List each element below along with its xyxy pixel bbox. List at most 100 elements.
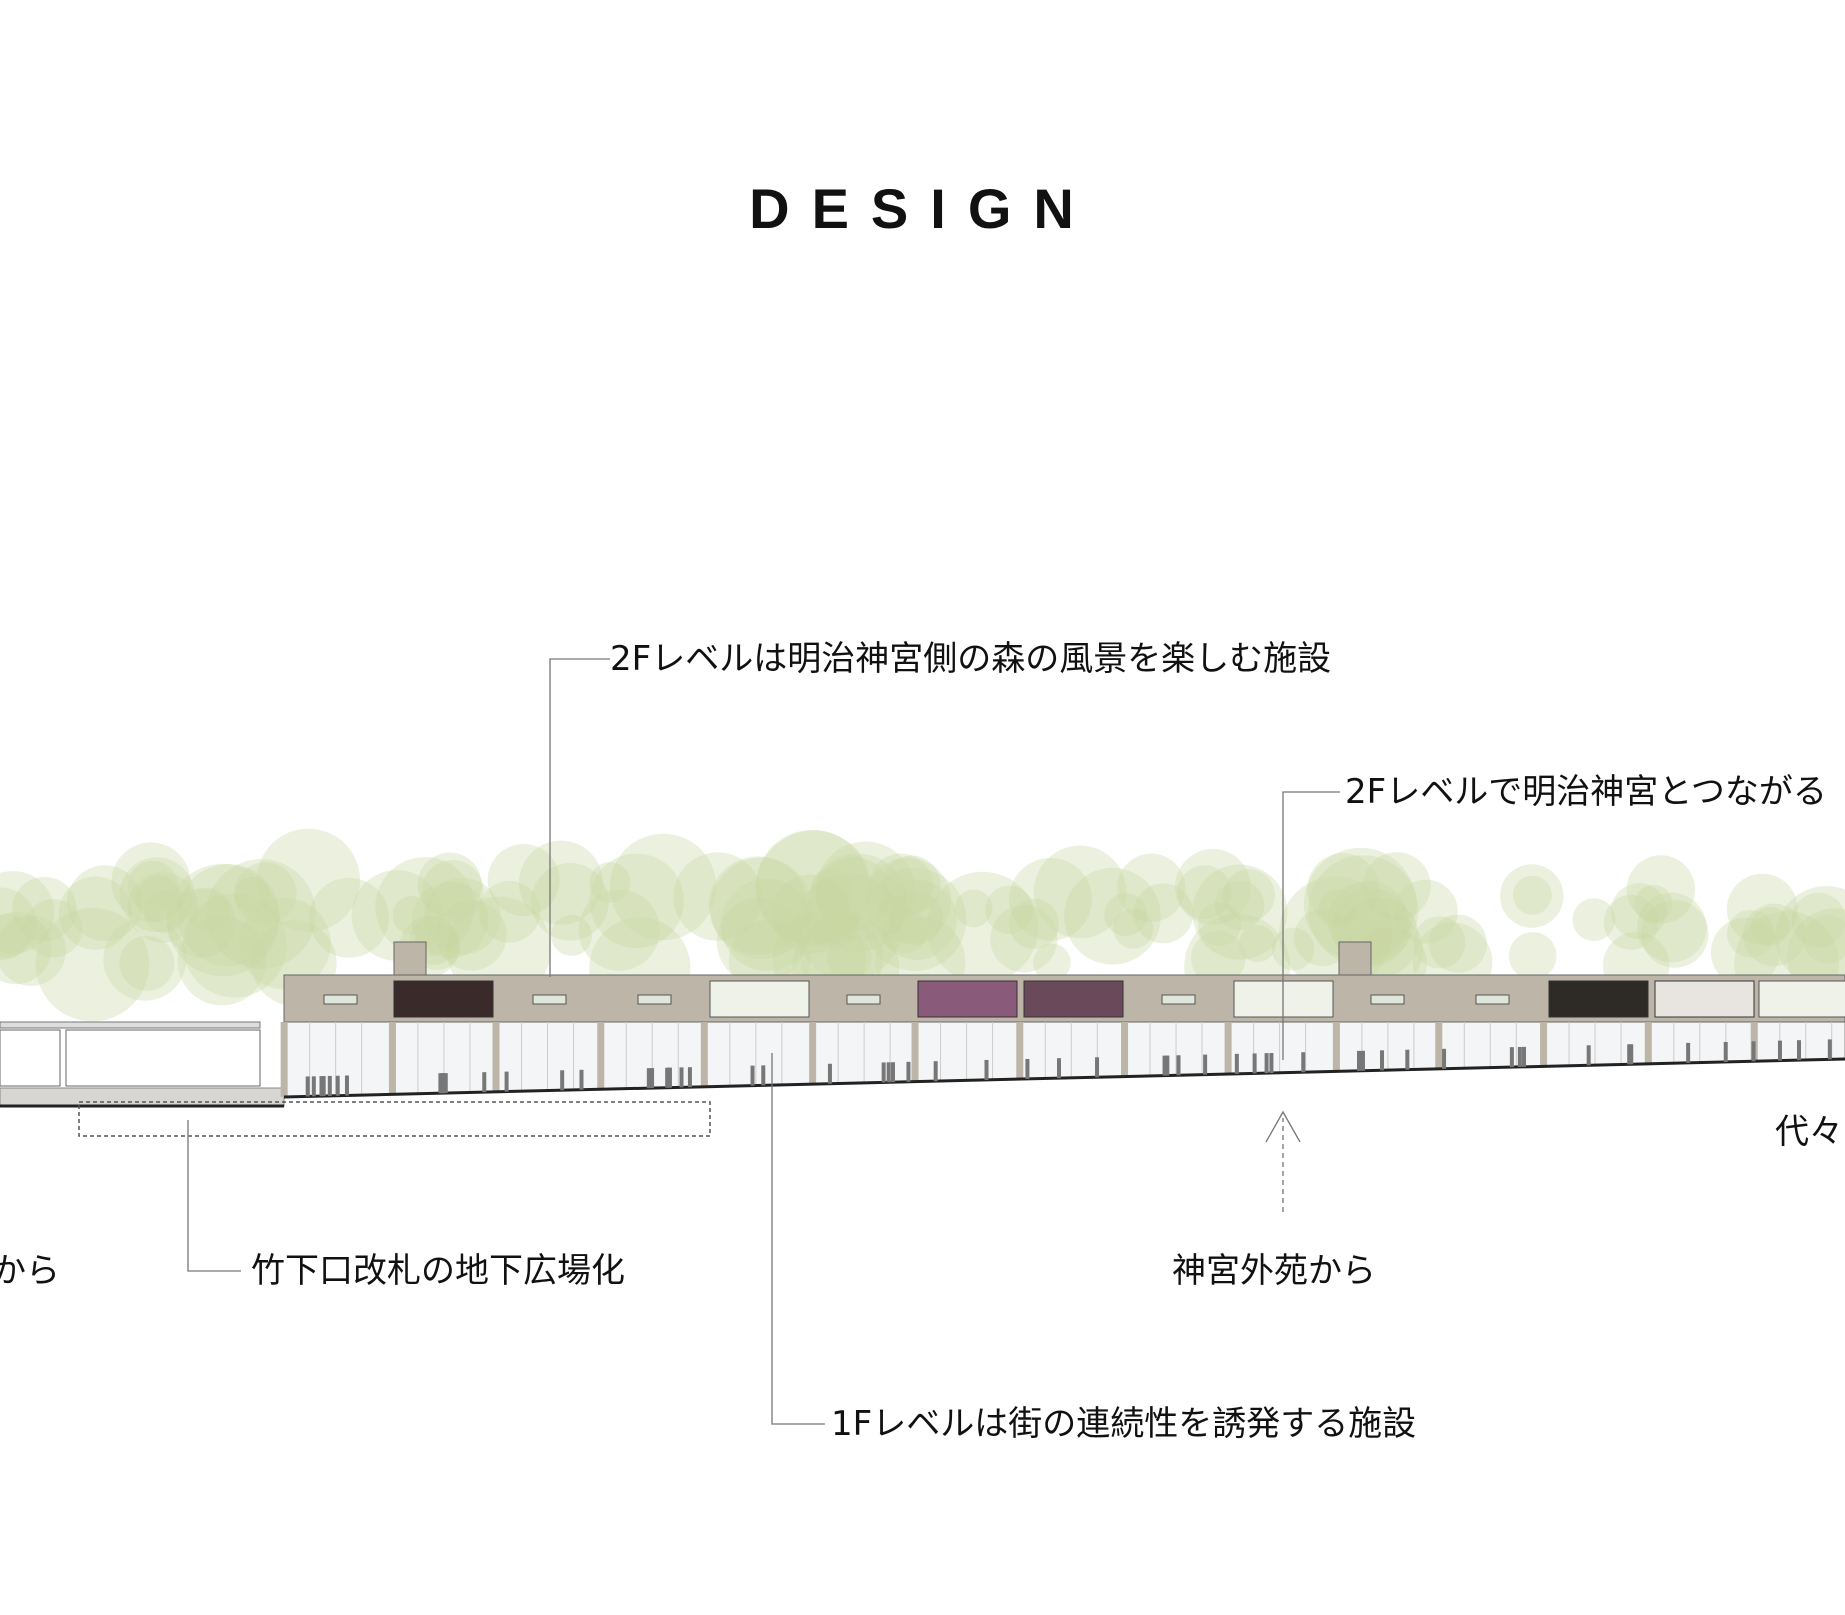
person (1360, 1050, 1365, 1071)
column (492, 1022, 500, 1092)
tree (58, 876, 133, 950)
tree (716, 897, 805, 986)
tree (436, 900, 507, 971)
tree (803, 890, 861, 949)
tree (1626, 855, 1696, 924)
column (1435, 1022, 1443, 1069)
tree (756, 830, 872, 946)
underground-plaza-outline (78, 1101, 711, 1137)
tree (1222, 869, 1275, 922)
person (1095, 1057, 1100, 1078)
person (560, 1070, 565, 1091)
tree (1750, 906, 1790, 946)
tree (1192, 864, 1288, 960)
tree (1603, 894, 1659, 950)
tree (1710, 917, 1780, 987)
column (1332, 1022, 1340, 1072)
tree (234, 862, 297, 925)
tree (127, 872, 199, 943)
person (1269, 1053, 1274, 1074)
band-window (1475, 994, 1510, 1005)
person (646, 1068, 651, 1089)
tree (182, 893, 287, 998)
tree (1294, 908, 1352, 967)
tree (0, 870, 55, 954)
tree (119, 857, 195, 933)
label-2f-meiji-connection: 2Fレベルで明治神宮とつながる (1345, 772, 1827, 812)
tree (234, 876, 271, 913)
person (1442, 1048, 1447, 1069)
tree (411, 881, 489, 959)
tree (771, 874, 851, 954)
person (679, 1067, 684, 1088)
tree (166, 888, 236, 958)
person (482, 1072, 487, 1093)
person (1357, 1050, 1362, 1071)
tree (1634, 884, 1673, 923)
tree (1640, 900, 1709, 968)
tree (811, 868, 851, 909)
tree (24, 899, 83, 958)
person (1777, 1040, 1782, 1061)
tree (863, 867, 967, 972)
band-window (1161, 994, 1196, 1005)
tree (1033, 845, 1127, 939)
tree (1177, 865, 1232, 920)
label-takeshita-underground: 竹下口改札の地下広場化 (251, 1251, 625, 1291)
tree (119, 935, 175, 991)
tree (795, 872, 903, 981)
person (650, 1068, 655, 1089)
person (1025, 1058, 1030, 1079)
tree (177, 864, 280, 967)
tree (1508, 932, 1557, 980)
tree (578, 889, 660, 971)
tree (827, 935, 872, 981)
tree (1271, 927, 1315, 971)
tree (673, 852, 762, 941)
tree (1113, 908, 1154, 949)
tree (103, 917, 187, 1001)
column (1540, 1022, 1548, 1067)
person (750, 1065, 755, 1086)
person (1234, 1053, 1239, 1074)
person (1629, 1044, 1634, 1065)
tree (1191, 931, 1246, 986)
tree (518, 840, 603, 925)
person (1405, 1049, 1410, 1070)
tree (1742, 903, 1806, 967)
tree (990, 905, 1058, 973)
tree (1175, 848, 1251, 925)
tree (755, 829, 870, 944)
tree (888, 890, 943, 945)
tree (868, 853, 934, 918)
ground-floor-glazing (283, 1021, 1845, 1098)
person (761, 1065, 766, 1086)
tree (954, 889, 993, 928)
tree (1413, 916, 1466, 969)
column (809, 1022, 817, 1085)
tree (720, 878, 814, 971)
tree (308, 877, 389, 958)
tree (1104, 893, 1148, 937)
tree (1328, 880, 1409, 962)
tree (882, 907, 928, 954)
station-building (280, 941, 1845, 1099)
ground-line (283, 1057, 1845, 1099)
person (305, 1076, 310, 1097)
tree (0, 915, 67, 986)
tree (256, 828, 361, 932)
tree-canopy (0, 828, 1845, 1022)
tree (143, 890, 187, 934)
tree (1033, 943, 1071, 981)
tree (808, 853, 907, 952)
band-window (1370, 994, 1405, 1005)
tree (815, 841, 916, 941)
tree (708, 856, 808, 955)
tree (1197, 902, 1242, 946)
person (579, 1069, 584, 1090)
leader-lines (187, 658, 1340, 1425)
tree (66, 865, 143, 941)
tree (185, 887, 230, 932)
tree (424, 877, 501, 955)
